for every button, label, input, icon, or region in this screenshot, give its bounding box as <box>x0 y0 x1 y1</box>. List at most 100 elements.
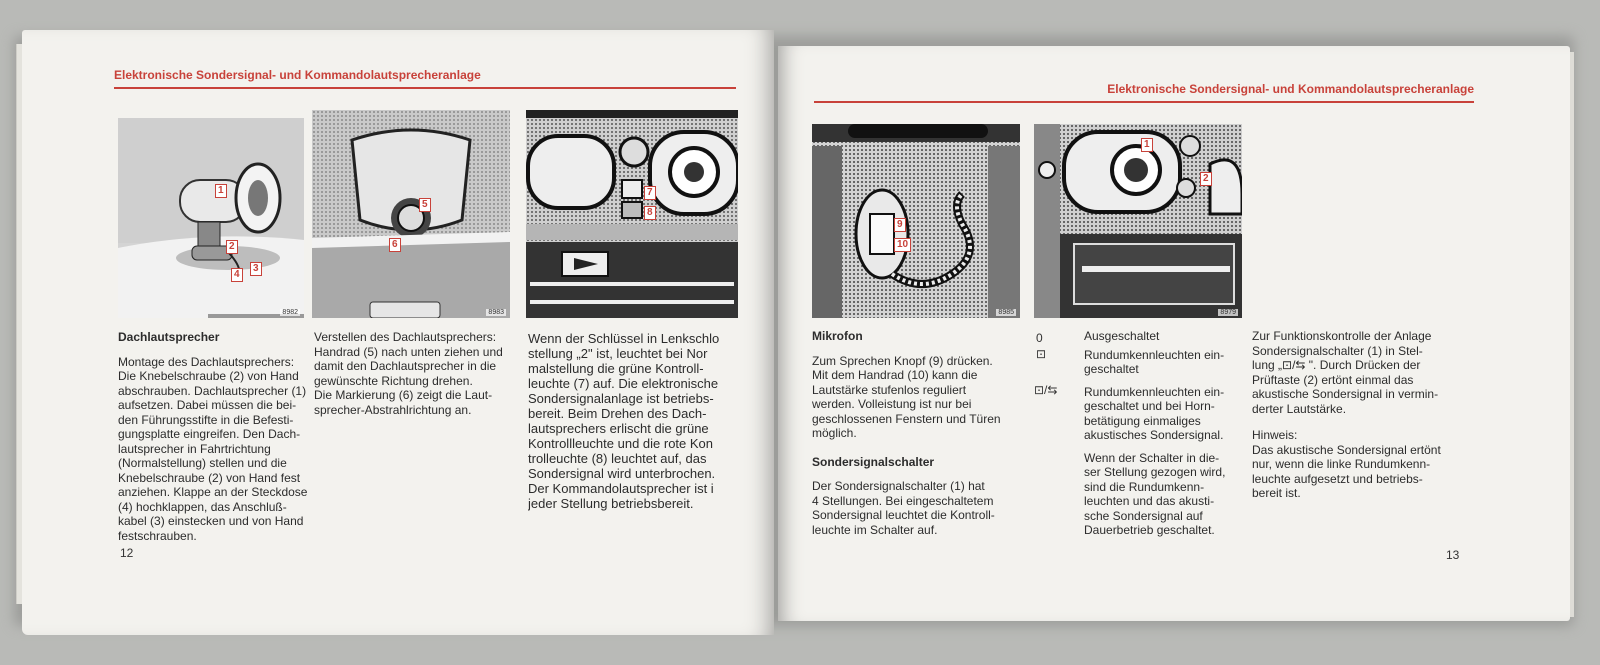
text-line: geschaltet und bei Horn- <box>1084 399 1215 413</box>
text-line: Rundumkennleuchten ein- <box>1084 384 1225 399</box>
figure-number: 8985 <box>996 309 1016 316</box>
text-line: anziehen. Klappe an der Steckdose <box>118 485 308 499</box>
text-line: (4) hochklappen, das Anschluß- <box>118 499 287 514</box>
text-line: Der Sondersignalschalter (1) hat <box>812 479 985 493</box>
text-line: Das akustische Sondersignal ertönt <box>1252 442 1441 457</box>
callout-7: 7 <box>644 182 656 200</box>
callout-2: 2 <box>226 236 238 254</box>
right-col3-text: Zur Funktionskontrolle der Anlage Sonder… <box>1252 329 1462 501</box>
text-line: stellung „2" ist, leuchtet bei Nor <box>528 346 708 361</box>
beacon-symbol: ⊡ <box>1036 347 1047 361</box>
text-line: Sondersignalanlage ist betriebs- <box>528 391 714 406</box>
text-line: Wenn der Schalter in die- <box>1084 450 1220 465</box>
text-line: möglich. <box>812 426 857 440</box>
text-line: Montage des Dachlautsprechers: <box>118 354 295 369</box>
text-line: Sondersignal wird unterbrochen. <box>528 466 716 481</box>
left-col3-text: Wenn der Schlüssel in Lenkschlo stellung… <box>528 331 738 511</box>
text-line: Mit dem Handrad (10) kann die <box>812 368 978 382</box>
text-line: Zum Sprechen Knopf (9) drücken. <box>812 353 993 368</box>
left-col2-text: Verstellen des Dachlautsprechers: Handra… <box>314 330 514 417</box>
text-line: geschaltet <box>1084 362 1139 376</box>
text-line: Prüftaste (2) ertönt einmal das <box>1252 372 1414 387</box>
figure-number: 8983 <box>486 309 506 316</box>
text-line: Knebelschraube (2) von Hand fest <box>118 470 301 485</box>
callout-3: 3 <box>250 258 262 276</box>
callout-6: 6 <box>389 234 401 252</box>
text-line: sche Sondersignal auf <box>1084 508 1203 523</box>
right-col2-text: Ausgeschaltet Rundumkennleuchten ein- ge… <box>1084 329 1254 538</box>
text-line: kabel (3) einstecken und von Hand <box>118 514 304 528</box>
text-line: derter Lautstärke. <box>1252 401 1347 416</box>
beacon-horn-symbol: ⊡/⇆ <box>1034 383 1058 397</box>
left-page: Elektronische Sondersignal- und Kommando… <box>22 30 774 635</box>
figure-microphone: 8985 9 10 <box>812 124 1020 318</box>
text-line: bereit. Beim Drehen des Dach- <box>528 406 707 421</box>
text-line: leuchte aufgesetzt und betriebs- <box>1252 471 1423 486</box>
callout-4: 4 <box>231 264 243 282</box>
right-header-rule <box>814 101 1474 103</box>
figure-handwheel: 8983 5 6 <box>312 110 510 318</box>
text-line: den Führungsstifte in die Befesti- <box>118 412 294 427</box>
text-line: malstellung die grüne Kontroll- <box>528 361 704 376</box>
callout-10: 10 <box>894 234 912 252</box>
text-line: Lautstärke stufenlos reguliert <box>812 382 967 397</box>
text-line: Handrad (5) nach unten ziehen und <box>314 344 503 359</box>
hint-label: Hinweis: <box>1252 428 1298 442</box>
text-line: lautsprechers erlischt die grüne <box>528 421 709 436</box>
text-line: Die Markierung (6) zeigt die Laut- <box>314 388 493 402</box>
text-line: akustisches Sondersignal. <box>1084 428 1224 442</box>
text-line: abschrauben. Dachlautsprecher (1) <box>118 383 307 398</box>
page-number-left: 12 <box>120 546 134 560</box>
text-line: Sondersignalschalter (1) in Stel- <box>1252 343 1423 358</box>
text-line: aufsetzen. Dabei müssen die bei- <box>118 398 297 412</box>
text-line: trolleuchte (8) leuchtet auf, das <box>528 451 707 466</box>
switch-position-off-symbol: 0 <box>1036 331 1043 345</box>
text-line: nur, wenn die linke Rundumkenn- <box>1252 457 1431 471</box>
text-line: gungsplatte eingreifen. Den Dach- <box>118 427 301 441</box>
text-line: Zur Funktionskontrolle der Anlage <box>1252 329 1432 343</box>
text-line: sind die Rundumkenn- <box>1084 479 1205 494</box>
text-line: gewünschte Richtung drehen. <box>314 373 473 388</box>
text-line: betätigung einmaliges <box>1084 413 1201 428</box>
page-number-right: 13 <box>1446 548 1460 562</box>
figure-number: 8979 <box>1218 309 1238 316</box>
figure-signal-switch: 8979 1 2 <box>1034 124 1242 318</box>
callout-5: 5 <box>419 194 431 212</box>
text-line: Kontrollleuchte und die rote Kon <box>528 436 714 451</box>
right-page: Elektronische Sondersignal- und Kommando… <box>778 46 1570 621</box>
section-heading: Dachlautsprecher <box>118 330 220 344</box>
figure-dashboard: 7 8 <box>526 110 738 318</box>
text-line: Ausgeschaltet <box>1084 329 1160 343</box>
figure-number: 8982 <box>280 309 300 316</box>
right-col1-text: Mikrofon Zum Sprechen Knopf (9) drücken.… <box>812 329 1024 537</box>
page-stack-edge-right <box>1566 52 1574 617</box>
text-line: jeder Stellung betriebsbereit. <box>528 496 694 511</box>
text-line: lautsprecher in Fahrtrichtung <box>118 441 271 456</box>
text-line: ser Stellung gezogen wird, <box>1084 465 1226 479</box>
left-col1-text: Dachlautsprecher Montage des Dachlautspr… <box>118 330 312 543</box>
left-header-title: Elektronische Sondersignal- und Kommando… <box>114 68 481 82</box>
callout-1: 1 <box>215 180 227 198</box>
text-line: leuchte (7) auf. Die elektronische <box>528 376 719 391</box>
left-header-rule <box>114 87 736 89</box>
figure-roof-speaker: 8982 1 2 3 4 <box>118 118 304 318</box>
right-header-title: Elektronische Sondersignal- und Kommando… <box>1107 82 1474 96</box>
text-line: Verstellen des Dachlautsprechers: <box>314 330 497 344</box>
section-heading-microphone: Mikrofon <box>812 329 863 343</box>
text-line: geschlossenen Fenstern und Türen <box>812 411 1001 426</box>
text-line: sprecher-Abstrahlrichtung an. <box>314 402 472 417</box>
text-line: leuchte im Schalter auf. <box>812 522 938 537</box>
text-line: Die Knebelschraube (2) von Hand <box>118 369 299 383</box>
text-line: 4 Stellungen. Bei eingeschaltetem <box>812 493 994 508</box>
text-line: Sondersignal leuchtet die Kontroll- <box>812 508 995 522</box>
text-line: Der Kommandolautsprecher ist i <box>528 481 714 496</box>
text-line: leuchten und das akusti- <box>1084 494 1215 508</box>
text-line: Wenn der Schlüssel in Lenkschlo <box>528 331 720 346</box>
callout-2: 2 <box>1200 168 1212 186</box>
text-line: Dauerbetrieb geschaltet. <box>1084 523 1215 537</box>
text-line: festschrauben. <box>118 528 197 543</box>
text-line: (Normalstellung) stellen und die <box>118 456 287 470</box>
section-heading-switch: Sondersignalschalter <box>812 454 935 469</box>
text-line: bereit ist. <box>1252 486 1301 500</box>
callout-8: 8 <box>644 202 656 220</box>
